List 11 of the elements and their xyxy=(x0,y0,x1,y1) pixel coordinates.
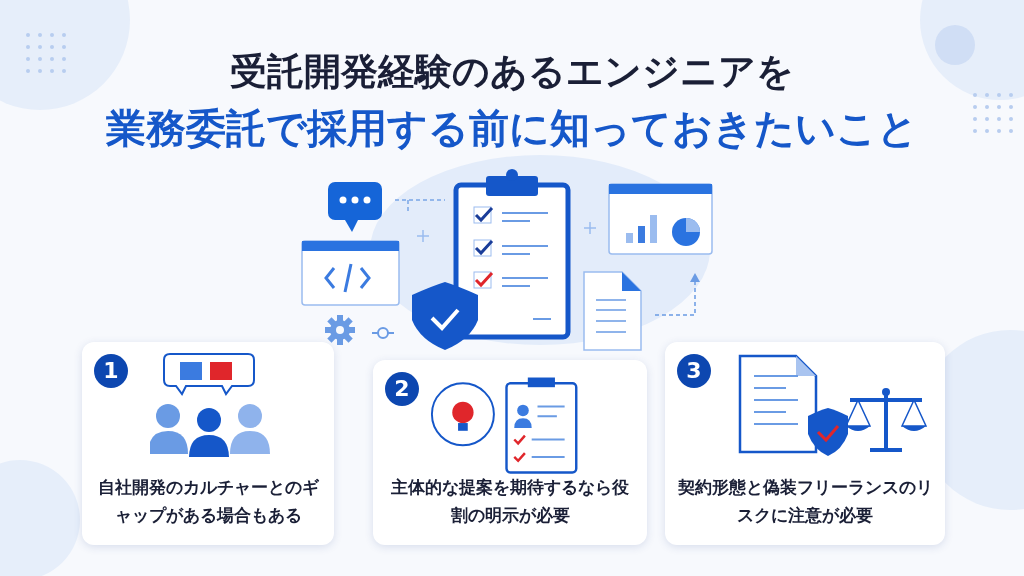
headline: 受託開発経験のあるエンジニアを xyxy=(229,49,795,95)
card-text: 主体的な提案を期待するなら役割の明示が必要 xyxy=(390,476,630,527)
info-card xyxy=(82,342,334,545)
card-text: 契約形態と偽装フリーランスのリスクに注意が必要 xyxy=(676,476,934,527)
step-number: 2 xyxy=(385,372,419,406)
subheadline: 業務委託で採用する前に知っておきたいこと xyxy=(105,104,919,153)
step-number: 3 xyxy=(677,354,711,388)
info-card xyxy=(665,342,945,545)
step-number: 1 xyxy=(94,354,128,388)
card-text: 自社開発のカルチャーとのギャップがある場合もある xyxy=(96,476,320,527)
info-card xyxy=(373,360,647,545)
